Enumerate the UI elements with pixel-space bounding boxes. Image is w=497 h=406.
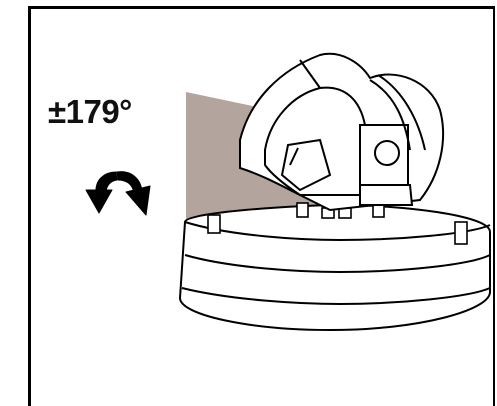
rotation-angle-label: ±179° <box>48 93 132 130</box>
base-screws <box>207 202 468 245</box>
diagram-border <box>28 6 495 406</box>
camera-base <box>178 203 491 332</box>
rotate-arrows-icon <box>85 171 151 216</box>
camera-head <box>239 52 444 212</box>
